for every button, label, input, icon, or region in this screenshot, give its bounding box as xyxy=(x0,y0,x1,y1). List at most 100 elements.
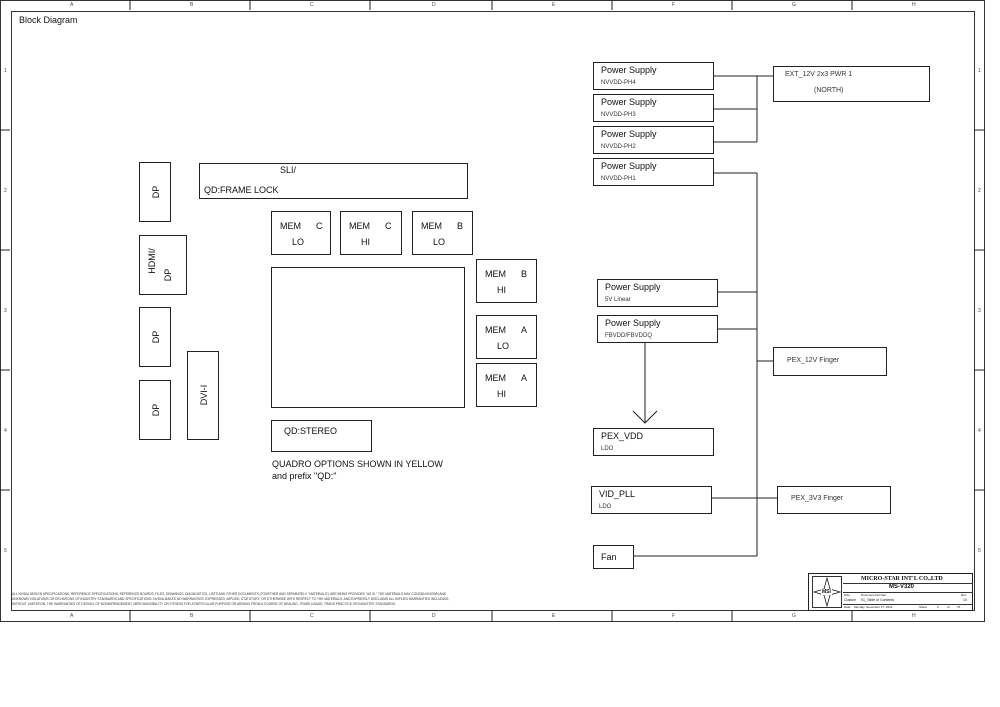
power-supply-rail: 5V Linear xyxy=(605,297,631,303)
title-divider xyxy=(843,592,973,593)
north-label: (NORTH) xyxy=(814,87,844,94)
gpu-core-block xyxy=(271,267,465,408)
grid-row-label: 4 xyxy=(978,428,981,434)
dp-connector-2: DP xyxy=(139,307,171,367)
drawing-frame xyxy=(11,11,975,611)
power-supply-rail: NVVDD-PH4 xyxy=(601,80,636,86)
mem-half: LO xyxy=(433,237,446,247)
power-supply-rail: FBVDD/FBVDDQ xyxy=(605,333,653,339)
grid-col-label: G xyxy=(792,613,796,619)
grid-col-label: E xyxy=(552,613,556,619)
stereo-block: QD:STEREO xyxy=(271,420,372,452)
grid-row-label: 1 xyxy=(4,68,7,74)
vid-pll-ldo-block: VID_PLL LDO xyxy=(591,486,712,514)
sheet-label: Sheet xyxy=(919,605,927,609)
power-supply-nvvdd-ph3: Power Supply NVVDD-PH3 xyxy=(593,94,714,122)
power-supply-nvvdd-ph2: Power Supply NVVDD-PH2 xyxy=(593,126,714,154)
power-supply-title: Power Supply xyxy=(601,97,657,107)
mem-half: LO xyxy=(292,237,305,247)
grid-col-label: F xyxy=(672,613,676,619)
sheet-total: 76 xyxy=(957,605,961,609)
msi-logo: MSI xyxy=(812,576,842,608)
mem-label: MEM xyxy=(349,221,370,231)
mem-label: MEM xyxy=(421,221,442,231)
stereo-label: QD:STEREO xyxy=(284,426,338,436)
grid-col-label: G xyxy=(792,2,796,8)
mem-half: HI xyxy=(361,237,370,247)
mem-half: LO xyxy=(497,341,510,351)
title-block: MSI MICRO-STAR INT'L CO.,LTD MS-V320 Siz… xyxy=(808,573,973,611)
mem-label: MEM xyxy=(485,269,506,279)
size-value: Custom xyxy=(844,598,857,602)
dvi-connector: DVI-I xyxy=(187,351,219,440)
quadro-prefix-note: and prefix "QD:" xyxy=(272,471,337,481)
dvi-label: DVI-I xyxy=(199,384,209,406)
power-supply-rail: NVVDD-PH2 xyxy=(601,144,636,150)
grid-row-label: 2 xyxy=(4,188,7,194)
fan-block: Fan xyxy=(593,545,634,569)
pex-12v-finger: PEX_12V Finger xyxy=(773,347,887,376)
mem-channel: C xyxy=(316,221,323,231)
grid-col-label: A xyxy=(70,2,74,8)
title-divider xyxy=(843,604,973,605)
fan-label: Fan xyxy=(601,552,617,562)
grid-row-label: 3 xyxy=(4,308,7,314)
mem-half: HI xyxy=(497,285,506,295)
grid-col-label: A xyxy=(70,613,74,619)
dp-label: DP xyxy=(151,403,161,417)
quadro-note: QUADRO OPTIONS SHOWN IN YELLOW xyxy=(272,459,443,469)
power-supply-fbvdd: Power Supply FBVDD/FBVDDQ xyxy=(597,315,718,343)
grid-row-label: 1 xyxy=(978,68,981,74)
hdmi-dp-connector: HDMI/ DP xyxy=(139,235,187,295)
mem-a-lo-block: MEM A LO xyxy=(476,315,537,359)
rev-value: 10 xyxy=(963,598,967,602)
sli-label: SLI/ xyxy=(280,165,297,175)
dp-label: DP xyxy=(151,330,161,344)
power-supply-title: Power Supply xyxy=(601,129,657,139)
grid-row-label: 5 xyxy=(4,548,7,554)
pex-vdd-label: PEX_VDD xyxy=(601,431,644,441)
dp-connector: DP xyxy=(139,162,171,222)
grid-col-label: D xyxy=(432,2,436,8)
mem-label: MEM xyxy=(485,325,506,335)
document-number-value: 01_Table of Contents xyxy=(861,598,895,602)
date-label: Date: xyxy=(844,605,852,609)
vid-pll-label: VID_PLL xyxy=(599,489,636,499)
pex-3v3-label: PEX_3V3 Finger xyxy=(791,495,844,502)
page-title: Block Diagram xyxy=(19,15,78,25)
mem-channel: A xyxy=(521,325,528,335)
mem-label: MEM xyxy=(485,373,506,383)
grid-col-label: E xyxy=(552,2,556,8)
document-number-label: Document Number xyxy=(861,593,887,597)
mem-label: MEM xyxy=(280,221,301,231)
title-divider xyxy=(843,583,973,584)
grid-col-label: F xyxy=(672,2,676,8)
ext-12v-label: EXT_12V 2x3 PWR 1 xyxy=(785,71,853,78)
legal-disclaimer: ALL NVIDIA DESIGN SPECIFICATIONS, REFERE… xyxy=(12,592,450,606)
dp-connector-3: DP xyxy=(139,380,171,440)
pex-12v-label: PEX_12V Finger xyxy=(787,357,840,364)
grid-col-label: B xyxy=(190,2,194,8)
mem-b-lo-block: MEM B LO xyxy=(412,211,473,255)
power-supply-rail: NVVDD-PH3 xyxy=(601,112,636,118)
mem-channel: C xyxy=(385,221,392,231)
grid-row-label: 3 xyxy=(978,308,981,314)
grid-col-label: C xyxy=(310,2,314,8)
power-supply-nvvdd-ph4: Power Supply NVVDD-PH4 xyxy=(593,62,714,90)
sli-frame-lock-block: SLI/ QD:FRAME LOCK xyxy=(199,163,468,199)
ldo-label: LDO xyxy=(601,446,614,452)
pex-3v3-finger: PEX_3V3 Finger xyxy=(777,486,891,514)
power-supply-rail: NVVDD-PH1 xyxy=(601,176,636,182)
power-supply-title: Power Supply xyxy=(601,161,657,171)
power-supply-title: Power Supply xyxy=(605,282,661,292)
ldo-label: LDO xyxy=(599,504,612,510)
logo-text: MSI xyxy=(821,589,832,595)
sheet-value: 2 xyxy=(937,605,939,609)
mem-channel: B xyxy=(457,221,464,231)
pex-vdd-ldo-block: PEX_VDD LDO xyxy=(593,428,714,456)
mem-a-hi-block: MEM A HI xyxy=(476,363,537,407)
mem-c-lo-block: MEM C LO xyxy=(271,211,331,255)
date-value: Monday, November 17, 2014 xyxy=(854,605,893,609)
grid-row-label: 2 xyxy=(978,188,981,194)
